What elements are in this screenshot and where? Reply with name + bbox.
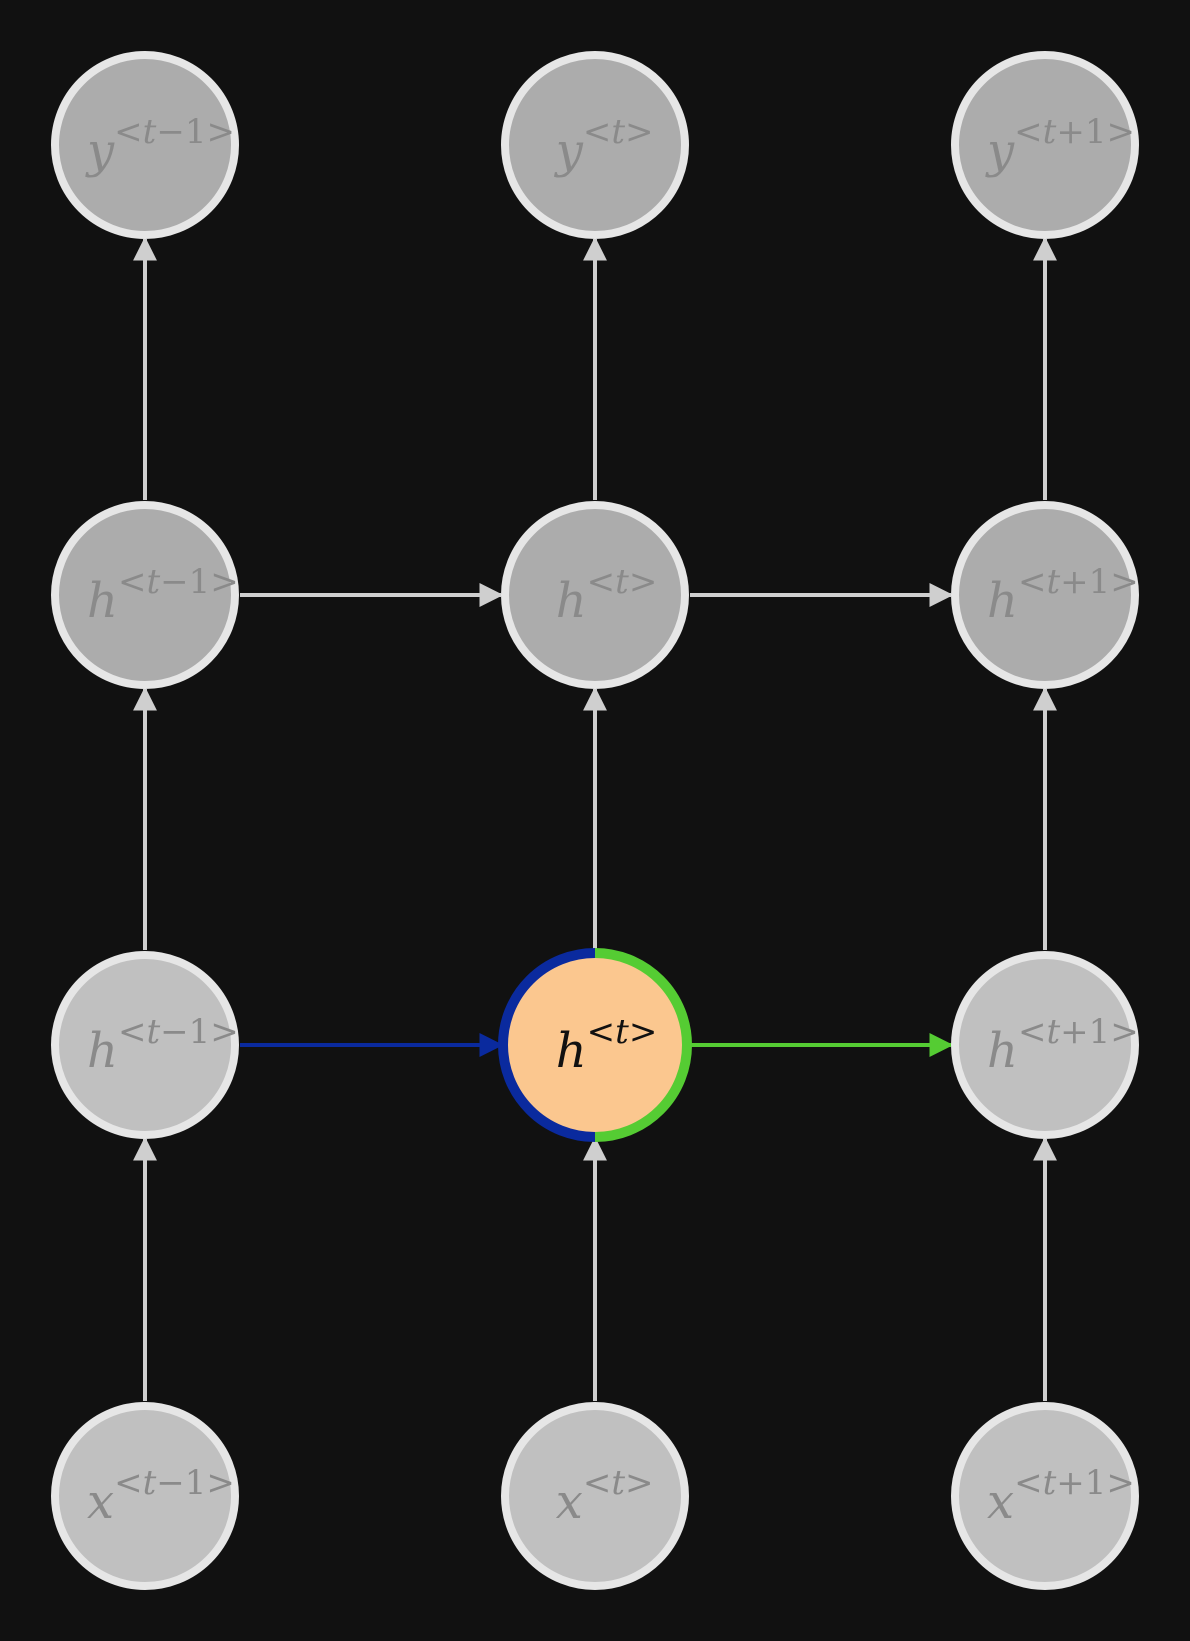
superscript-open: < xyxy=(587,562,616,602)
superscript-open: < xyxy=(1018,562,1047,602)
superscript-time: t xyxy=(615,1012,629,1052)
superscript-open: < xyxy=(1014,112,1043,152)
superscript-open: < xyxy=(114,1463,143,1503)
node-h1-cur: h<t> xyxy=(498,948,692,1142)
node-variable: h xyxy=(556,573,587,629)
superscript-time: t xyxy=(1046,562,1060,602)
node-label: x<t> xyxy=(556,1463,654,1530)
node-circle xyxy=(951,501,1139,689)
superscript-offset: +1> xyxy=(1056,1463,1135,1503)
superscript-offset: > xyxy=(629,1012,658,1052)
node-variable: y xyxy=(985,123,1015,179)
superscript-time: t xyxy=(146,562,160,602)
node-label: h<t> xyxy=(556,1012,658,1079)
node-circle xyxy=(951,951,1139,1139)
superscript-time: t xyxy=(1046,1012,1060,1052)
node-x-prev: x<t−1> xyxy=(51,1402,239,1590)
node-label: h<t> xyxy=(556,562,658,629)
node-variable: h xyxy=(556,1023,587,1079)
node-circle xyxy=(951,51,1139,239)
node-h1-next: h<t+1> xyxy=(951,951,1139,1139)
edges-layer xyxy=(133,236,1057,1401)
node-label: x<t−1> xyxy=(87,1463,235,1530)
superscript-offset: +1> xyxy=(1060,1012,1139,1052)
superscript-open: < xyxy=(587,1012,616,1052)
superscript-time: t xyxy=(611,112,625,152)
superscript-open: < xyxy=(583,1463,612,1503)
superscript-open: < xyxy=(114,112,143,152)
node-circle xyxy=(51,51,239,239)
node-circle xyxy=(951,1402,1139,1590)
outgoing-half-ring xyxy=(594,948,692,1142)
superscript-time: t xyxy=(1043,112,1057,152)
node-label: y<t> xyxy=(554,112,654,179)
node-circle xyxy=(501,51,689,239)
node-x-next: x<t+1> xyxy=(951,1402,1139,1590)
node-label: y<t+1> xyxy=(985,112,1135,179)
superscript-time: t xyxy=(611,1463,625,1503)
node-variable: x xyxy=(987,1474,1014,1530)
active-node-fill xyxy=(505,955,685,1135)
superscript-offset: +1> xyxy=(1060,562,1139,602)
superscript-offset: > xyxy=(625,1463,654,1503)
node-circle xyxy=(51,951,239,1139)
superscript-offset: −1> xyxy=(156,112,235,152)
node-label: h<t−1> xyxy=(87,562,239,629)
node-label: h<t−1> xyxy=(87,1012,239,1079)
node-variable: h xyxy=(87,573,118,629)
superscript-offset: +1> xyxy=(1056,112,1135,152)
superscript-offset: > xyxy=(625,112,654,152)
node-circle xyxy=(501,501,689,689)
superscript-open: < xyxy=(118,562,147,602)
node-x-cur: x<t> xyxy=(501,1402,689,1590)
node-y-prev: y<t−1> xyxy=(51,51,239,239)
node-circle xyxy=(51,1402,239,1590)
incoming-half-ring xyxy=(498,948,596,1142)
node-variable: h xyxy=(87,1023,118,1079)
node-variable: y xyxy=(554,123,584,179)
node-label: h<t+1> xyxy=(987,1012,1139,1079)
node-variable: h xyxy=(987,573,1018,629)
node-label: y<t−1> xyxy=(85,112,235,179)
node-label: x<t+1> xyxy=(987,1463,1135,1530)
node-h2-prev: h<t−1> xyxy=(51,501,239,689)
superscript-open: < xyxy=(1018,1012,1047,1052)
superscript-offset: > xyxy=(629,562,658,602)
node-variable: x xyxy=(556,1474,583,1530)
superscript-open: < xyxy=(1014,1463,1043,1503)
superscript-offset: −1> xyxy=(160,562,239,602)
node-circle xyxy=(51,501,239,689)
node-h1-prev: h<t−1> xyxy=(51,951,239,1139)
nodes-layer: y<t−1>y<t>y<t+1>h<t−1>h<t>h<t+1>h<t−1>h<… xyxy=(51,51,1139,1590)
superscript-time: t xyxy=(143,1463,157,1503)
node-h2-cur: h<t> xyxy=(501,501,689,689)
superscript-time: t xyxy=(146,1012,160,1052)
superscript-time: t xyxy=(143,112,157,152)
node-y-next: y<t+1> xyxy=(951,51,1139,239)
superscript-open: < xyxy=(118,1012,147,1052)
superscript-open: < xyxy=(583,112,612,152)
superscript-time: t xyxy=(1043,1463,1057,1503)
node-variable: x xyxy=(87,1474,114,1530)
node-variable: y xyxy=(85,123,115,179)
superscript-time: t xyxy=(615,562,629,602)
node-y-cur: y<t> xyxy=(501,51,689,239)
superscript-offset: −1> xyxy=(160,1012,239,1052)
node-h2-next: h<t+1> xyxy=(951,501,1139,689)
superscript-offset: −1> xyxy=(156,1463,235,1503)
node-variable: h xyxy=(987,1023,1018,1079)
node-circle xyxy=(501,1402,689,1590)
node-label: h<t+1> xyxy=(987,562,1139,629)
